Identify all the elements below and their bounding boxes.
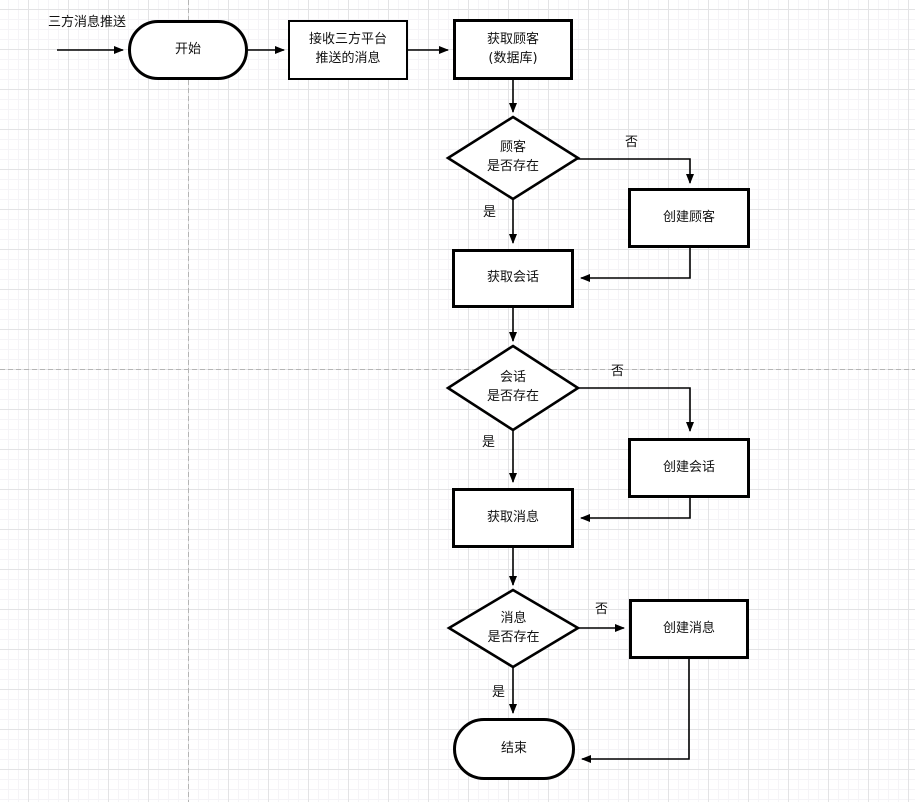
node-get-message-label: 获取消息 (486, 509, 539, 525)
node-get-customer[interactable]: 获取顾客 (数据库) (453, 19, 573, 80)
node-message-exists[interactable]: 消息 是否存在 (487, 610, 540, 645)
node-end-label: 结束 (500, 740, 527, 756)
node-start[interactable]: 开始 (128, 20, 248, 80)
flow-title: 三方消息推送 (48, 15, 127, 30)
decision-session-exists-shape (445, 344, 581, 432)
node-get-message[interactable]: 获取消息 (452, 488, 574, 548)
edge-create-customer-to-get-session[interactable] (580, 248, 691, 282)
decision-customer-exists-shape (445, 115, 581, 201)
edge-label-no-1: 否 (625, 135, 639, 150)
node-customer-exists[interactable]: 顾客 是否存在 (486, 140, 539, 174)
edge-decision2-no-to-create-session[interactable] (577, 387, 694, 432)
node-create-customer-label: 创建顾客 (662, 209, 715, 225)
node-create-message[interactable]: 创建消息 (629, 599, 749, 659)
node-receive-message-label: 接收三方平台 推送的消息 (308, 32, 387, 66)
node-session-exists[interactable]: 会话 是否存在 (486, 370, 539, 404)
edge-label-yes-2: 是 (482, 435, 496, 450)
edge-label-no-3: 否 (595, 602, 609, 617)
decision-message-exists-shape (446, 588, 581, 669)
edge-label-yes-3: 是 (492, 685, 506, 700)
edge-label-no-2: 否 (611, 364, 625, 379)
edge-decision1-no-to-create-customer[interactable] (577, 158, 694, 184)
node-create-message-label: 创建消息 (662, 620, 715, 636)
node-create-session-label: 创建会话 (662, 459, 715, 475)
node-get-session[interactable]: 获取会话 (452, 249, 574, 308)
node-receive-message[interactable]: 接收三方平台 推送的消息 (288, 20, 408, 80)
node-get-customer-label: 获取顾客 (数据库) (486, 31, 539, 66)
node-end[interactable]: 结束 (453, 718, 575, 780)
node-create-session[interactable]: 创建会话 (628, 438, 750, 498)
edge-label-yes-1: 是 (483, 205, 497, 220)
node-start-label: 开始 (174, 41, 201, 57)
node-get-session-label: 获取会话 (486, 270, 539, 286)
edge-create-message-to-end[interactable] (581, 659, 690, 763)
edge-create-session-to-get-message[interactable] (580, 498, 691, 522)
node-create-customer[interactable]: 创建顾客 (628, 188, 750, 248)
